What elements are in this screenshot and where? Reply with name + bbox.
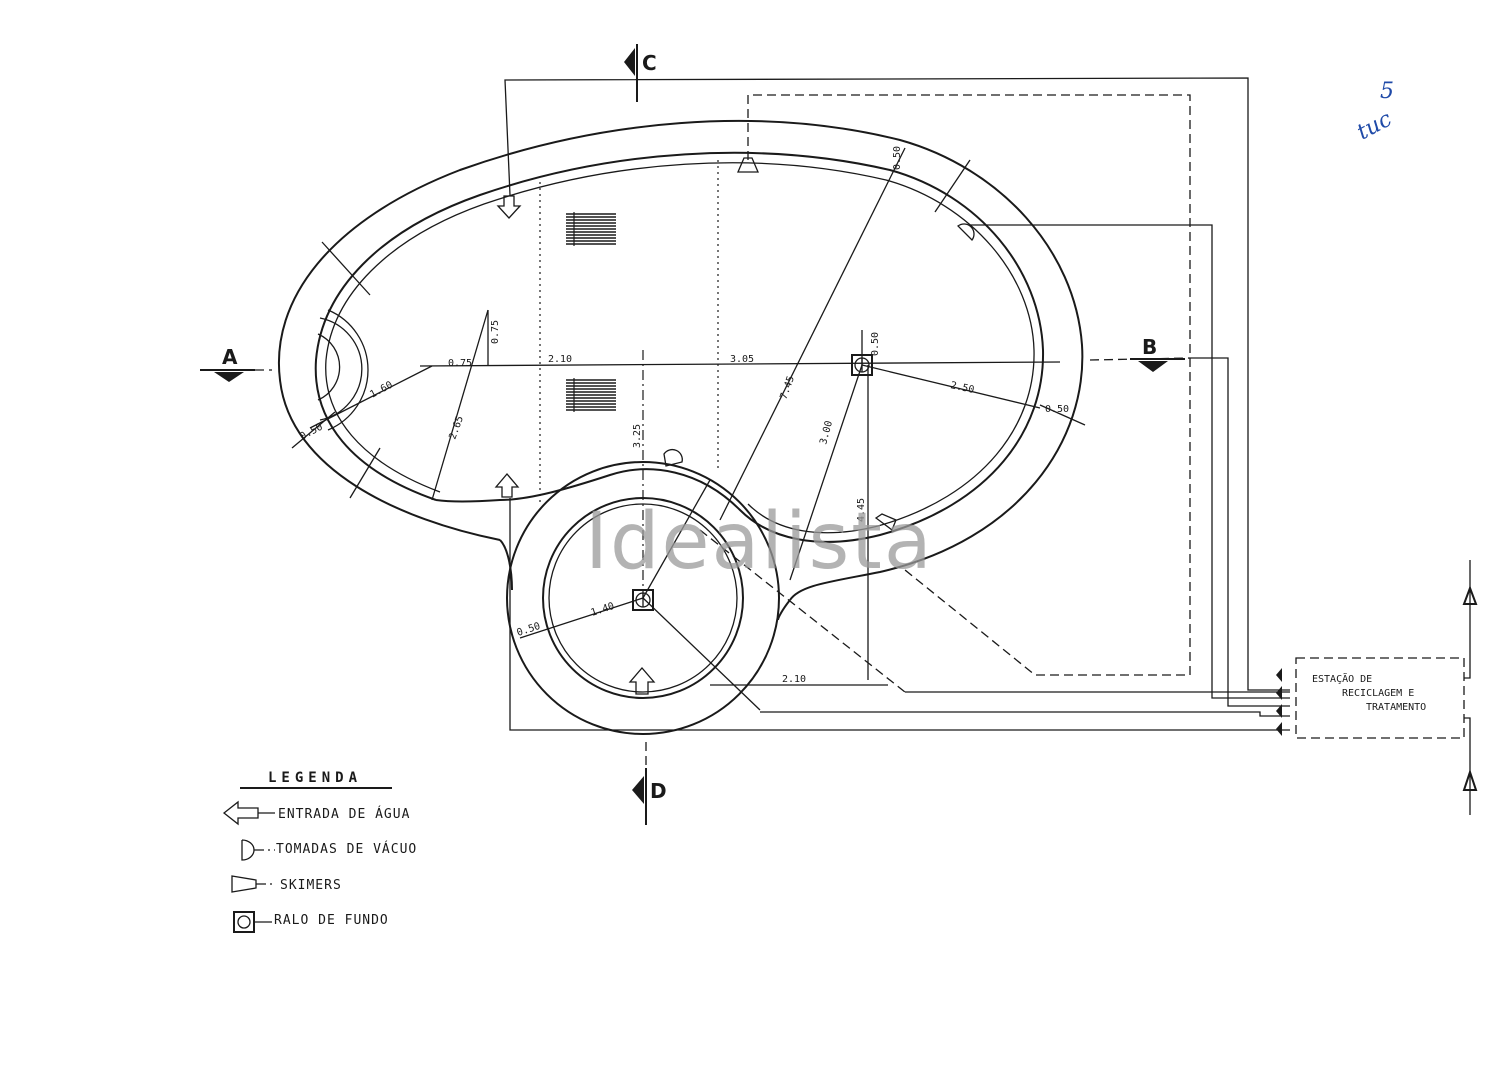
pool-steps-arc-inner [317,333,341,401]
handwritten-annotation: 5 tuc [1353,79,1396,145]
svg-text:A: A [222,345,238,369]
handwritten-number: 5 [1380,79,1394,104]
svg-text:C: C [642,51,657,75]
station-inlet-line [1464,717,1471,815]
dim-label: 2.65 [447,415,466,441]
station-up-arrow-icon [1462,585,1478,605]
dim-label: 0.50 [298,422,324,443]
station-outlet-line [1464,560,1471,679]
hatch-marker-lower [566,378,616,412]
water-inlet-arrow-icon [222,800,259,826]
dim-label: 3.25 [632,424,643,448]
pool-steps-arc-outer [327,309,369,431]
dim-label: 2.10 [782,674,806,685]
station-label-line3: TRATAMENTO [1366,702,1426,713]
dim-label: 3.05 [730,354,754,365]
pool-outer-edge [277,119,1084,601]
skimmer-icon [874,513,897,532]
water-inlets [494,195,656,695]
station-up-arrow-icon [1462,768,1478,791]
pool-waterline [325,162,1035,534]
pipe-drain-main [1190,357,1290,707]
dim-label: 2.10 [548,354,572,365]
piping [504,77,1290,731]
section-marker-d: D [632,742,667,825]
pipe-vacuum-upper [970,224,1290,699]
deck-transition-right [777,599,791,621]
water-inlet-arrow-icon [628,667,656,695]
station-label-line1: ESTAÇÃO DE [1312,672,1372,685]
dim-label: 3.00 [818,420,835,446]
legend-label-vacuum: TOMADAS DE VÁCUO [276,841,417,857]
pool-steps-arc-mid [319,317,363,421]
water-inlet-arrow-icon [494,472,520,498]
vacuum-outlet-icon [663,448,683,467]
section-marker-b: B [1130,335,1185,372]
bottom-drain-icon [233,911,255,933]
legend-label-bottom-drain: RALO DE FUNDO [274,913,389,928]
pipe-inlet-upper [504,77,1290,691]
dim-label: 0.75 [490,320,501,344]
dim-label: 4.45 [856,498,867,522]
svg-text:D: D [650,779,667,803]
watermark: Idealista [585,497,934,587]
pipe-round-drain [760,711,1290,717]
treatment-station: ESTAÇÃO DE RECICLAGEM E TRATAMENTO [1295,560,1478,815]
svg-text:B: B [1142,335,1157,359]
dim-label: 0.50 [892,146,903,170]
water-inlet-arrow-icon [496,195,522,219]
bottom-drain-round-pool [632,589,654,611]
dim-label: 1.60 [368,380,394,401]
bottom-drain-main [851,354,873,376]
dimension-lines [309,147,1191,711]
skimmers [737,157,897,532]
dim-label: 0.50 [516,621,542,639]
section-marker-c: C [624,44,657,102]
station-box [1295,657,1465,739]
skimmer-icon [231,875,257,893]
pool-inner-wall [314,151,1045,543]
legend-label-skimmer: SKIMERS [280,878,342,893]
vacuum-outlets [663,223,975,467]
pool-outline [277,119,1084,735]
dim-label: 7.45 [778,375,797,401]
dim-label: 0.50 [870,332,881,356]
pipe-inlet-lower [509,498,1290,731]
wall-ticks [291,159,1086,499]
handwritten-initials: tuc [1353,107,1396,146]
legend-title: LEGENDA [268,770,362,786]
legend: LEGENDA ENTRADA DE ÁGUA TOMADAS DE VÁCUO… [222,770,417,933]
dim-label: 0.75 [448,358,472,369]
deck-transition-left [499,539,513,591]
skimmer-icon [737,157,759,173]
hatch-marker-upper [566,212,616,246]
vacuum-outlet-icon [241,839,255,861]
dim-label: 1.40 [590,601,616,619]
dimension-labels: 0.75 0.75 2.10 3.05 0.50 2.50 0.50 0.50 … [298,146,1069,685]
vacuum-outlet-icon [957,223,975,241]
legend-label-water-inlet: ENTRADA DE ÁGUA [278,806,410,822]
round-pool-outer [506,461,780,735]
station-label-line2: RECICLAGEM E [1342,688,1414,699]
station-connectors [1276,668,1282,736]
section-marker-a: A [200,345,272,382]
hatch-markers [566,212,616,412]
dim-label: 2.50 [949,380,975,396]
dim-label: 0.50 [1045,404,1069,415]
